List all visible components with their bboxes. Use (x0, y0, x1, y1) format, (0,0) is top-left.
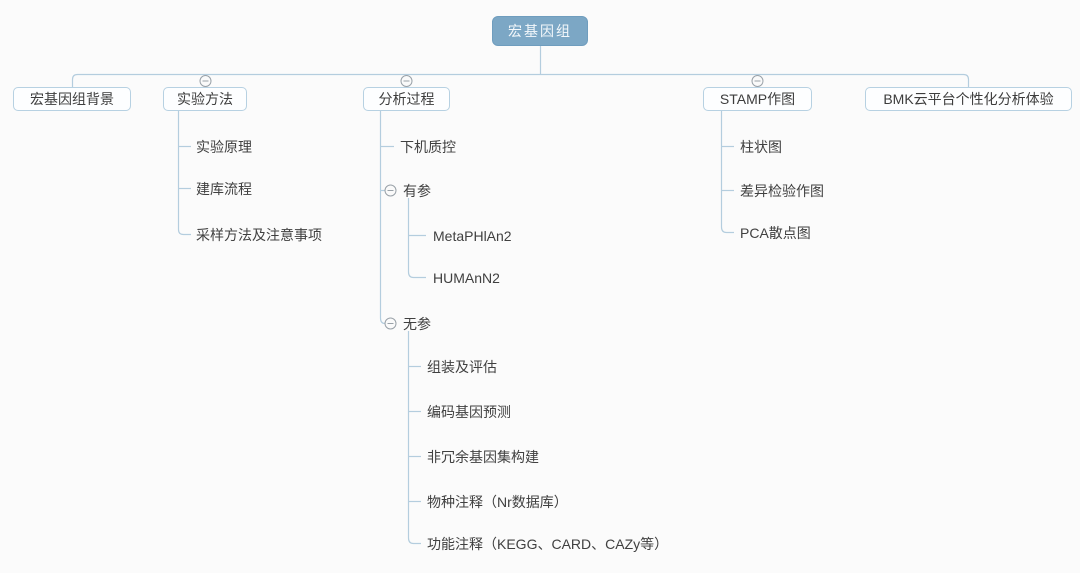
node-metagenome-background[interactable]: 宏基因组背景 (13, 87, 131, 111)
topic-experiment-principle[interactable]: 实验原理 (196, 138, 252, 155)
topic-nonredundant-geneset[interactable]: 非冗余基因集构建 (427, 448, 539, 465)
topic-reference-based[interactable]: 有参 (403, 182, 431, 199)
node-experiment-method[interactable]: 实验方法 (163, 87, 247, 111)
topic-sampling-methods[interactable]: 采样方法及注意事项 (196, 226, 322, 243)
collapse-minus-icon[interactable] (384, 317, 397, 330)
connector-line (71, 46, 970, 545)
node-analysis-process[interactable]: 分析过程 (363, 87, 450, 111)
topic-metaphlan2[interactable]: MetaPHlAn2 (433, 227, 512, 244)
node-bmk-cloud-platform[interactable]: BMK云平台个性化分析体验 (865, 87, 1072, 111)
collapse-minus-icon[interactable] (751, 75, 764, 87)
topic-offline-qc[interactable]: 下机质控 (400, 138, 456, 155)
topic-coding-gene-prediction[interactable]: 编码基因预测 (427, 403, 511, 420)
collapse-minus-icon[interactable] (384, 184, 397, 197)
topic-library-construction[interactable]: 建库流程 (196, 180, 252, 197)
topic-assembly-evaluation[interactable]: 组装及评估 (427, 358, 497, 375)
topic-pca-scatter-plot[interactable]: PCA散点图 (740, 224, 811, 241)
topic-humann2[interactable]: HUMAnN2 (433, 269, 500, 286)
topic-function-annotation[interactable]: 功能注释（KEGG、CARD、CAZy等） (427, 535, 669, 552)
collapse-minus-icon[interactable] (400, 75, 413, 87)
topic-difference-test-plot[interactable]: 差异检验作图 (740, 182, 824, 199)
collapse-minus-icon[interactable] (199, 75, 212, 87)
topic-reference-free[interactable]: 无参 (403, 315, 431, 332)
node-stamp-plot[interactable]: STAMP作图 (703, 87, 812, 111)
node-root[interactable]: 宏基因组 (492, 16, 588, 46)
topic-bar-plot[interactable]: 柱状图 (740, 138, 782, 155)
topic-species-annotation[interactable]: 物种注释（Nr数据库） (427, 493, 568, 510)
